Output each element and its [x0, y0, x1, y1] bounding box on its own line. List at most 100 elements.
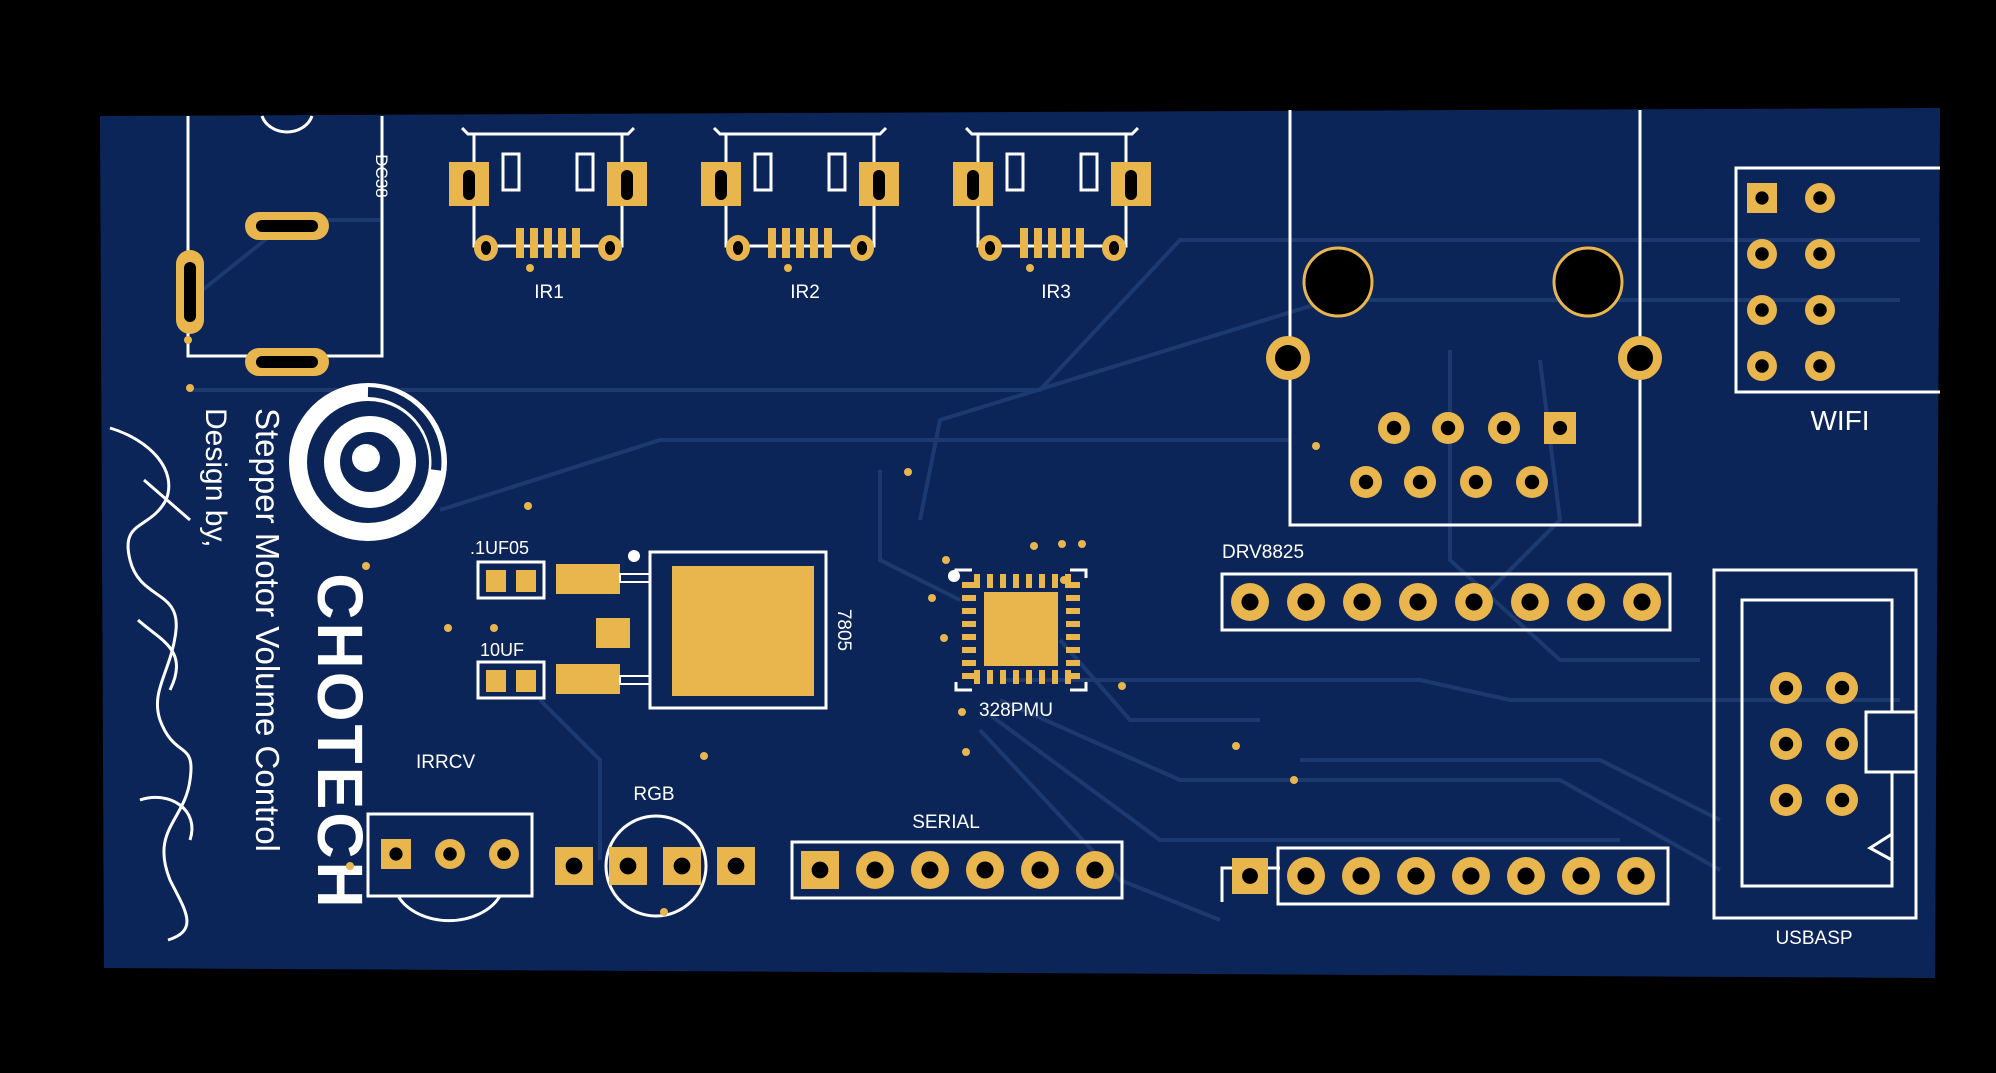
rj45-pin-hole: [1358, 474, 1374, 490]
mcu-pin: [962, 608, 976, 614]
rj45-pin-hole: [1440, 420, 1456, 436]
drv-upper-pin-hole: [1577, 593, 1595, 611]
via: [490, 624, 498, 632]
mcu-corner: [1070, 568, 1088, 578]
serial-pin-hole: [866, 861, 884, 879]
cap1-label: .1UF05: [470, 538, 529, 558]
usb-2-signal-pad: [768, 228, 776, 258]
wifi-pin-hole: [1813, 191, 1827, 205]
wifi-pin-hole: [1813, 247, 1827, 261]
mcu-pin: [962, 647, 976, 653]
usb-1-tab-outline: [501, 152, 521, 192]
mcu-pin: [1066, 621, 1080, 627]
serial-pin-hole: [921, 861, 939, 879]
usb-1-anchor-hole: [605, 241, 615, 255]
mcu-pin: [974, 670, 980, 684]
drv-lower-pin-hole: [1352, 867, 1370, 885]
mcu-pin: [1066, 595, 1080, 601]
serial-pin-hole: [1086, 861, 1104, 879]
usb-2-shield-slot: [873, 170, 885, 200]
usb-3-shield-slot: [967, 170, 979, 200]
wifi-pin-hole: [1755, 247, 1769, 261]
credit-text: Design by,: [199, 408, 232, 548]
cap2-outline: [476, 660, 546, 700]
via: [660, 908, 668, 916]
mcu-pin: [1052, 574, 1058, 588]
drv-lower-pin-hole: [1517, 867, 1535, 885]
vias: [184, 264, 1320, 916]
usbasp-pin-hole: [1834, 736, 1850, 752]
usbasp-pin-hole: [1778, 792, 1794, 808]
usb-3-tab-outline: [1079, 152, 1099, 192]
via: [444, 624, 452, 632]
drv-lower-pins: [1232, 857, 1655, 895]
usb-3-shield-slot: [1125, 170, 1137, 200]
usbasp-pin-hole: [1834, 680, 1850, 696]
regulator-7805: [556, 550, 828, 710]
usb-1-signal-pad: [530, 228, 538, 258]
cap1-outline: [476, 560, 546, 600]
drv-upper-pin-hole: [1297, 593, 1315, 611]
wifi-label: WIFI: [1810, 405, 1869, 436]
usb-2-tab-outline: [753, 152, 773, 192]
mcu-pin: [1065, 574, 1071, 588]
via: [526, 264, 534, 272]
usb-2-anchor-hole: [733, 241, 743, 255]
wifi-pin-hole: [1813, 359, 1827, 373]
usb-2-tab-outline: [827, 152, 847, 192]
usb-2-signal-pad: [810, 228, 818, 258]
mcu-pin: [1013, 670, 1019, 684]
wifi-pins: [1747, 183, 1835, 381]
mcu-pin: [962, 595, 976, 601]
via: [940, 634, 948, 642]
via: [1058, 540, 1066, 548]
ir3-label: IR3: [1041, 282, 1071, 303]
wifi-pin-1-hole: [1755, 191, 1769, 205]
rj45-pin-hole: [1524, 474, 1540, 490]
cap2-label: 10UF: [480, 640, 524, 660]
mcu-pin: [962, 621, 976, 627]
usb-1-tab-outline: [575, 152, 595, 192]
usb-3-signal-pad: [1076, 228, 1084, 258]
chotech-logo: [289, 383, 447, 541]
mcu-pin: [987, 670, 993, 684]
mcu-corner: [954, 682, 972, 692]
via: [962, 748, 970, 756]
usb-1-top-outline: [460, 126, 636, 136]
rj45-pin-1-hole: [1552, 420, 1568, 436]
usbasp-pin-hole: [1834, 792, 1850, 808]
mcu-pin: [1066, 673, 1080, 679]
signature-graphic: [109, 426, 194, 942]
logo-text: CHOTECH: [304, 573, 376, 910]
drv-upper-pin-hole: [1241, 593, 1259, 611]
usb-3-tab-outline: [1005, 152, 1025, 192]
rgb-pin-hole: [619, 857, 637, 875]
drv-upper-pin-hole: [1353, 593, 1371, 611]
usbasp-pin-hole: [1778, 736, 1794, 752]
via: [1290, 776, 1298, 784]
via: [904, 468, 912, 476]
via: [1232, 742, 1240, 750]
via: [928, 594, 936, 602]
serial-pin-1-hole: [811, 861, 829, 879]
irrcv-pin-1-hole: [389, 847, 403, 861]
via: [1118, 682, 1126, 690]
mcu-328pmu: [948, 568, 1088, 692]
mcu-pin: [1026, 574, 1032, 588]
wifi-header: [1734, 166, 1940, 394]
via: [186, 384, 194, 392]
usb-2-anchor-hole: [857, 241, 867, 255]
drv-lower-pin-hole: [1297, 867, 1315, 885]
usb-2-shield-slot: [715, 170, 727, 200]
wifi-pin-hole: [1755, 303, 1769, 317]
mcu-pin: [962, 673, 976, 679]
ir2-label: IR2: [790, 282, 820, 303]
usb-3-signal-pad: [1034, 228, 1042, 258]
mcu-pin: [987, 574, 993, 588]
via: [184, 336, 192, 344]
regulator-label: 7805: [833, 609, 854, 651]
board-title: Stepper Motor Volume Control: [249, 408, 286, 852]
rgb-label: RGB: [633, 784, 674, 805]
mcu-pin: [1000, 670, 1006, 684]
